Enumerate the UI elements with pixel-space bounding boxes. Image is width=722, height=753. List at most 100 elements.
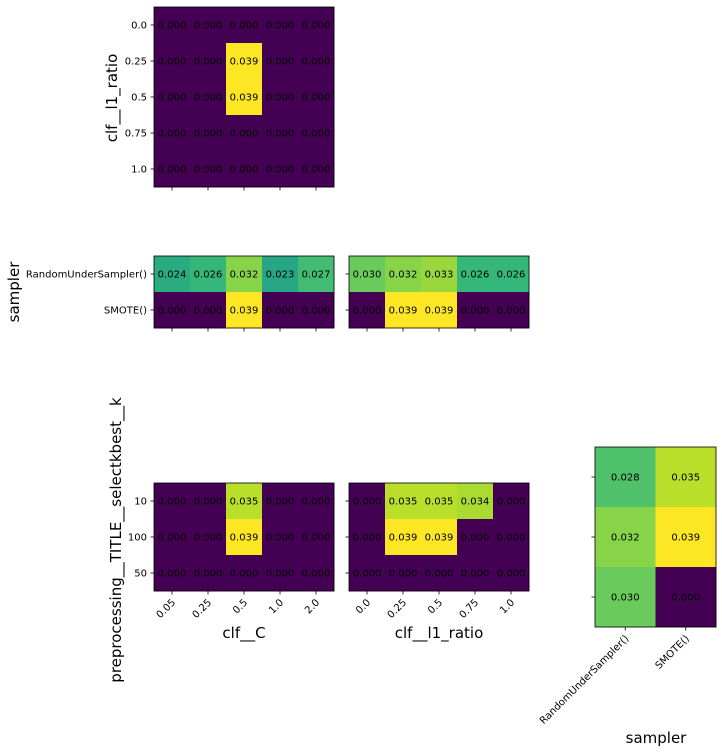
heatmap-cell xyxy=(226,115,263,152)
heatmap-cell xyxy=(595,507,656,568)
cell-value-label: 0.030 xyxy=(353,270,382,281)
heatmap-cell xyxy=(262,115,299,152)
cell-value-label: 0.024 xyxy=(158,270,187,281)
cell-value-label: 0.026 xyxy=(194,270,223,281)
heatmap-cell xyxy=(457,519,494,556)
heatmap-cell xyxy=(190,43,227,80)
heatmap-cell xyxy=(385,483,422,520)
heatmap-cell xyxy=(457,292,494,329)
cell-value-label: 0.039 xyxy=(230,93,259,104)
cell-value-label: 0.032 xyxy=(230,270,259,281)
cell-value-label: 0.026 xyxy=(461,270,490,281)
cell-value-label: 0.000 xyxy=(266,497,295,508)
cell-value-label: 0.000 xyxy=(266,533,295,544)
heatmap-cell xyxy=(226,43,263,80)
cell-value-label: 0.000 xyxy=(353,497,382,508)
heatmap-cell xyxy=(493,519,530,556)
heatmap-cell xyxy=(226,555,263,592)
heatmap-cell xyxy=(349,519,386,556)
x-tick-label: 0.05 xyxy=(155,597,179,621)
heatmap-cell xyxy=(226,519,263,556)
heatmap-cell xyxy=(457,256,494,293)
x-tick-label: 0.0 xyxy=(354,597,373,616)
cell-value-label: 0.023 xyxy=(266,270,295,281)
heatmap-cell xyxy=(349,483,386,520)
heatmap-cell xyxy=(154,79,191,116)
cell-value-label: 0.000 xyxy=(194,129,223,140)
cell-value-label: 0.000 xyxy=(266,21,295,32)
heatmap-cell xyxy=(298,115,335,152)
heatmap-cell xyxy=(154,483,191,520)
cell-value-label: 0.000 xyxy=(353,569,382,580)
heatmap-cell xyxy=(298,519,335,556)
heatmap-cell xyxy=(190,519,227,556)
heatmap-cell xyxy=(298,7,335,44)
heatmap-cell xyxy=(262,43,299,80)
cell-value-label: 0.000 xyxy=(671,593,700,604)
cell-value-label: 0.000 xyxy=(266,569,295,580)
cell-value-label: 0.039 xyxy=(230,306,259,317)
cell-value-label: 0.028 xyxy=(611,473,640,484)
cell-value-label: 0.000 xyxy=(389,569,418,580)
cell-value-label: 0.000 xyxy=(353,533,382,544)
row3-y-axis-label: preprocessing__TITLE__selectkbest__k xyxy=(107,397,126,683)
heatmap-cell xyxy=(262,79,299,116)
heatmap-cell xyxy=(154,151,191,188)
heatmap-cell xyxy=(421,256,458,293)
heatmap-cell xyxy=(298,256,335,293)
heatmap-cell xyxy=(349,256,386,293)
heatmap-cell xyxy=(298,151,335,188)
x-tick-label: SMOTE() xyxy=(654,633,692,671)
heatmap-cell xyxy=(190,483,227,520)
row2-y-axis-label: sampler xyxy=(5,261,23,323)
y-tick-label: 0.5 xyxy=(131,93,147,104)
cell-value-label: 0.000 xyxy=(194,533,223,544)
col2-x-axis-label: clf__l1_ratio xyxy=(395,624,484,643)
heatmap-cell xyxy=(298,292,335,329)
cell-value-label: 0.000 xyxy=(497,306,526,317)
cell-value-label: 0.000 xyxy=(497,497,526,508)
heatmap-cell xyxy=(262,483,299,520)
cell-value-label: 0.039 xyxy=(425,533,454,544)
cell-value-label: 0.027 xyxy=(302,270,331,281)
cell-value-label: 0.000 xyxy=(266,129,295,140)
cell-value-label: 0.000 xyxy=(266,165,295,176)
cell-value-label: 0.039 xyxy=(389,306,418,317)
heatmap-cell xyxy=(655,567,717,628)
cell-value-label: 0.000 xyxy=(230,569,259,580)
heatmap-cell xyxy=(226,256,263,293)
cell-value-label: 0.000 xyxy=(194,57,223,68)
heatmap-cell xyxy=(298,555,335,592)
cell-value-label: 0.026 xyxy=(497,270,526,281)
heatmap-cell xyxy=(655,447,717,508)
heatmap-cell xyxy=(385,292,422,329)
heatmap-cell xyxy=(421,555,458,592)
x-tick-label: 0.75 xyxy=(458,597,482,621)
cell-value-label: 0.000 xyxy=(158,533,187,544)
heatmap-cell xyxy=(190,115,227,152)
heatmap-cell xyxy=(154,256,191,293)
heatmap-cell xyxy=(457,483,494,520)
x-tick-label: 0.25 xyxy=(386,597,410,621)
cell-value-label: 0.000 xyxy=(497,533,526,544)
heatmap-cell xyxy=(298,79,335,116)
heatmap-cell xyxy=(190,79,227,116)
heatmap-cell xyxy=(226,292,263,329)
heatmap-cell xyxy=(262,292,299,329)
cell-value-label: 0.000 xyxy=(230,21,259,32)
heatmap-cell xyxy=(226,7,263,44)
heatmap-panels: 0.000 0.000 0.000 0.000 0.000 0.000 0.000 0.039… xyxy=(26,6,717,727)
x-tick-label: 2.0 xyxy=(303,597,322,616)
y-tick-label: RandomUnderSampler() xyxy=(26,270,147,281)
row1-y-axis-label: clf__l1_ratio xyxy=(103,54,122,143)
cell-value-label: 0.000 xyxy=(266,306,295,317)
cell-value-label: 0.000 xyxy=(302,497,331,508)
cell-value-label: 0.000 xyxy=(302,165,331,176)
cell-value-label: 0.032 xyxy=(611,533,640,544)
cell-value-label: 0.000 xyxy=(461,306,490,317)
heatmap-cell xyxy=(190,256,227,293)
heatmap-cell xyxy=(421,292,458,329)
